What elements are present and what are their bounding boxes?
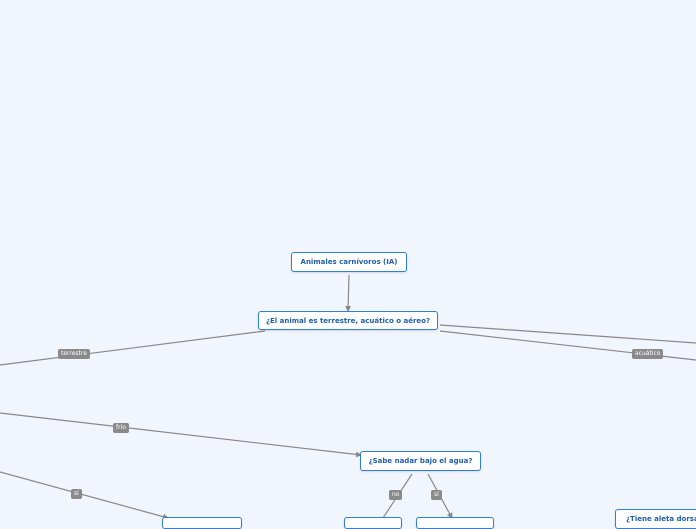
edge-acuatico-upper bbox=[439, 324, 696, 344]
node-root[interactable]: Animales carnívoros (IA) bbox=[291, 252, 407, 272]
edge-label-acuatico: acuático bbox=[632, 349, 664, 359]
edge-frio bbox=[0, 412, 362, 458]
edge-label-si-right: sí bbox=[431, 490, 442, 500]
edge-si-left bbox=[0, 471, 169, 520]
edge-label-si-left: sí bbox=[71, 489, 82, 499]
edge-label-no: no bbox=[389, 490, 403, 500]
edge-root-to-habitat bbox=[345, 274, 352, 312]
node-bottom-no[interactable] bbox=[344, 517, 402, 529]
edge-label-terrestre: terrestre bbox=[58, 349, 90, 359]
node-bottom-left[interactable] bbox=[162, 517, 242, 529]
node-question-habitat[interactable]: ¿El animal es terrestre, acuático o aére… bbox=[258, 311, 438, 330]
edge-terrestre bbox=[0, 330, 266, 366]
edge-label-frio: frío bbox=[113, 423, 129, 433]
node-bottom-si[interactable] bbox=[416, 517, 494, 529]
node-question-swim[interactable]: ¿Sabe nadar bajo el agua? bbox=[360, 451, 481, 471]
node-question-partial[interactable]: ¿Tiene aleta dorsal? bbox=[615, 509, 696, 529]
